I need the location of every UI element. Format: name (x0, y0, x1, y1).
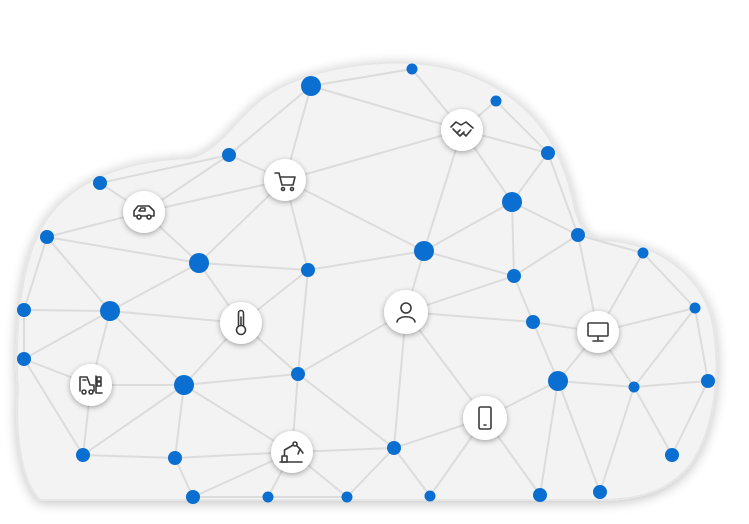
network-node (541, 146, 555, 160)
network-link (307, 250, 425, 271)
network-link (532, 321, 559, 382)
network-link (310, 68, 413, 87)
network-link (423, 201, 513, 252)
network-node (689, 302, 701, 314)
network-link (423, 129, 463, 252)
network-node (414, 241, 434, 261)
network-link (577, 234, 644, 254)
network-link (511, 152, 549, 203)
network-link (284, 179, 425, 252)
network-link (183, 373, 299, 386)
user-icon (384, 290, 428, 334)
network-link (346, 447, 395, 498)
network-node (174, 375, 194, 395)
network-link (633, 380, 709, 388)
network-link (423, 250, 515, 277)
network-link (694, 307, 709, 382)
network-node (341, 491, 353, 503)
network-link (174, 384, 185, 459)
network-link (310, 85, 463, 131)
network-link (513, 234, 579, 277)
network-node (665, 448, 679, 462)
network-link (393, 311, 407, 449)
network-node (186, 490, 200, 504)
robotic-arm-icon (271, 431, 313, 473)
network-link (183, 384, 293, 453)
network-link (297, 373, 395, 449)
network-link (82, 384, 185, 456)
network-node (76, 448, 90, 462)
network-nodes (17, 63, 715, 504)
cloud-shape (15, 61, 718, 501)
network-link (109, 310, 185, 386)
forklift-icon (70, 364, 112, 406)
shopping-cart-icon (264, 159, 306, 201)
network-link (547, 152, 579, 236)
network-node (262, 491, 274, 503)
network-node (502, 192, 522, 212)
network-link (198, 262, 309, 271)
network-node (628, 381, 640, 393)
network-link (99, 154, 230, 184)
network-link (46, 236, 111, 312)
network-link (82, 454, 176, 459)
network-node (301, 263, 315, 277)
network-node (548, 371, 568, 391)
network-link (633, 307, 696, 388)
network-link (228, 85, 312, 156)
desktop-computer-icon (577, 311, 619, 353)
handshake-icon (441, 109, 483, 151)
network-link (495, 100, 549, 154)
network-node (17, 352, 31, 366)
network-link (599, 386, 635, 493)
network-node (701, 374, 715, 388)
network-node (490, 95, 502, 107)
network-link (557, 380, 601, 493)
network-link (539, 380, 559, 496)
network-node (189, 253, 209, 273)
network-node (387, 441, 401, 455)
network-node (100, 301, 120, 321)
network-node (93, 176, 107, 190)
network-link (671, 380, 709, 456)
network-node (424, 490, 436, 502)
network-node (40, 230, 54, 244)
network-node (17, 303, 31, 317)
network-link (23, 309, 111, 312)
smartphone-icon (463, 396, 507, 440)
network-link (109, 262, 200, 312)
network-node (507, 269, 521, 283)
network-link (297, 269, 309, 375)
network-link (23, 358, 84, 456)
network-node (533, 488, 547, 502)
thermometer-icon (220, 302, 262, 344)
network-link (284, 129, 463, 181)
network-link (23, 236, 48, 311)
network-link (143, 179, 286, 213)
network-link (393, 447, 431, 497)
network-node (406, 63, 418, 75)
network-node (301, 76, 321, 96)
network-link (46, 236, 200, 264)
network-link (633, 386, 673, 456)
network-link (511, 201, 579, 236)
network-node (593, 485, 607, 499)
network-node (637, 247, 649, 259)
car-icon (123, 191, 165, 233)
network-link (109, 310, 242, 324)
network-node (222, 148, 236, 162)
network-link (174, 457, 194, 498)
network-link (511, 201, 515, 277)
network-node (526, 315, 540, 329)
network-link (23, 310, 111, 360)
network-link (557, 380, 635, 388)
network-node (571, 228, 585, 242)
network-node (291, 367, 305, 381)
network-link (513, 275, 534, 323)
network-link (642, 252, 696, 309)
network-node (168, 451, 182, 465)
network-link (405, 311, 486, 419)
